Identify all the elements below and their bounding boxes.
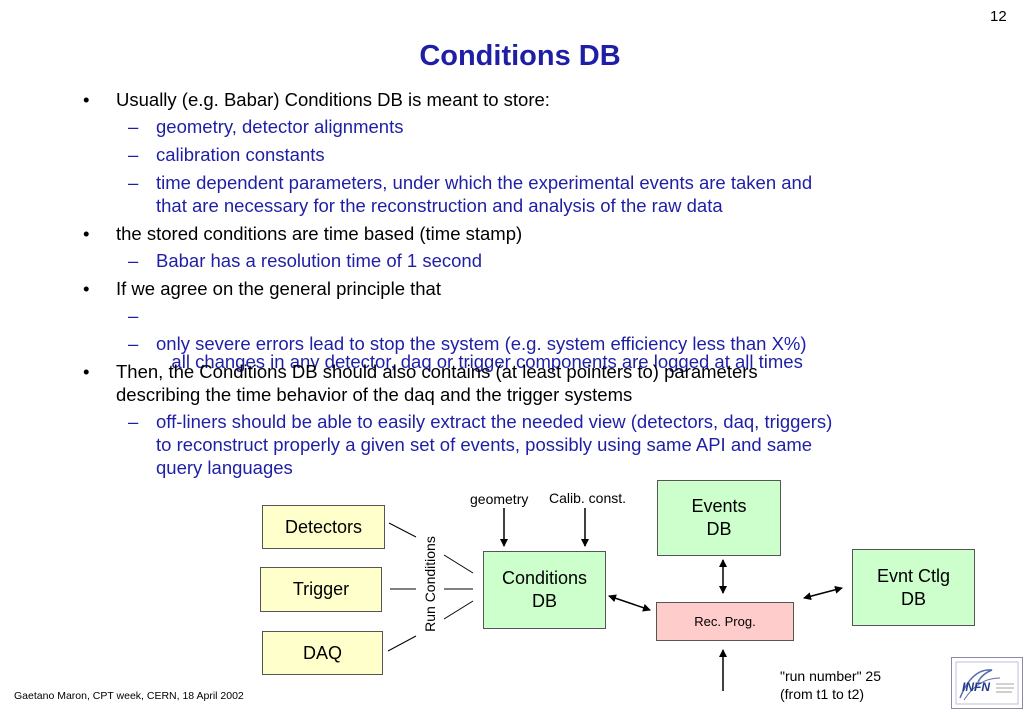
infn-logo-graphic: INFN xyxy=(955,661,1019,705)
evnt-ctlg-line1: Evnt Ctlg xyxy=(876,565,951,586)
calib-label: Calib. const. xyxy=(549,490,627,506)
fan-line-bottom xyxy=(443,600,474,620)
bullet-1-sub-2: – calibration constants xyxy=(128,143,325,166)
bullet-4-cont: describing the time behavior of the daq … xyxy=(116,384,633,405)
conditions-db-line2: DB xyxy=(531,591,557,611)
dash-mark: – xyxy=(128,333,139,354)
fan-line-top xyxy=(443,554,474,574)
conditions-db-line1: Conditions xyxy=(501,568,588,588)
detectors-box: Detectors xyxy=(262,505,385,549)
evnt-ctlg-line2: DB xyxy=(900,588,926,609)
bullet-4-sub-1-cont2: query languages xyxy=(156,457,293,478)
bullet-1-text: Usually (e.g. Babar) Conditions DB is me… xyxy=(116,89,550,110)
bullet-mark: • xyxy=(83,278,90,299)
geometry-label: geometry xyxy=(470,491,529,507)
dash-mark: – xyxy=(128,144,139,165)
slide-number: 12 xyxy=(990,8,1007,25)
bullet-4-sub-1-cont: to reconstruct properly a given set of e… xyxy=(156,434,813,455)
daq-box: DAQ xyxy=(262,631,383,675)
conditions-db-box: Conditions DB xyxy=(483,551,606,629)
infn-logo: INFN xyxy=(951,657,1023,709)
run-conditions-label: Run Conditions xyxy=(422,536,438,632)
conditions-recprog-arrow xyxy=(608,594,651,612)
bullet-3-sub-1: – all changes in any detector, daq or tr… xyxy=(128,304,803,373)
dash-mark: – xyxy=(128,305,139,326)
bullet-4-sub-1: – off-liners should be able to easily ex… xyxy=(128,410,833,433)
bullet-3: • If we agree on the general principle t… xyxy=(83,277,441,300)
bullet-4: • Then, the Conditions DB should also co… xyxy=(83,360,758,383)
bullet-mark: • xyxy=(83,223,90,244)
dash-mark: – xyxy=(128,116,139,137)
bullet-4-text: Then, the Conditions DB should also cont… xyxy=(116,361,758,382)
detectors-line xyxy=(388,522,417,538)
footer-credit: Gaetano Maron, CPT week, CERN, 18 April … xyxy=(14,690,244,702)
bullet-3-text: If we agree on the general principle tha… xyxy=(116,278,441,299)
events-db-line1: Events xyxy=(691,496,747,516)
run-number-label-2: (from t1 to t2) xyxy=(780,686,865,702)
bullet-2-text: the stored conditions are time based (ti… xyxy=(116,223,523,244)
svg-text:INFN: INFN xyxy=(962,680,990,694)
bullet-mark: • xyxy=(83,89,90,110)
bullet-2-sub-1-text: Babar has a resolution time of 1 second xyxy=(156,250,482,271)
bullet-2: • the stored conditions are time based (… xyxy=(83,222,523,245)
dash-mark: – xyxy=(128,172,139,193)
bullet-1-sub-1-text: geometry, detector alignments xyxy=(156,116,404,137)
bullet-1-sub-1: – geometry, detector alignments xyxy=(128,115,404,138)
evnt-ctlg-db-box: Evnt Ctlg DB xyxy=(852,549,975,626)
trigger-box: Trigger xyxy=(260,567,382,612)
rec-prog-box: Rec. Prog. xyxy=(656,602,794,641)
bullet-1-sub-2-text: calibration constants xyxy=(156,144,325,165)
events-db-box: Events DB xyxy=(657,480,781,556)
run-number-label-1: "run number" 25 xyxy=(780,668,881,684)
bullet-1-sub-3-cont: that are necessary for the reconstructio… xyxy=(156,195,723,216)
events-db-line2: DB xyxy=(706,519,732,539)
bullet-3-sub-2: – only severe errors lead to stop the sy… xyxy=(128,332,807,355)
bullet-2-sub-1: – Babar has a resolution time of 1 secon… xyxy=(128,249,482,272)
bullet-1-sub-3-text: time dependent parameters, under which t… xyxy=(156,172,813,193)
slide-title: Conditions DB xyxy=(419,40,621,72)
bullet-mark: • xyxy=(83,361,90,382)
dash-mark: – xyxy=(128,411,139,432)
daq-line xyxy=(387,635,417,652)
recprog-evntctlg-arrow xyxy=(803,585,843,601)
bullet-1: • Usually (e.g. Babar) Conditions DB is … xyxy=(83,88,550,111)
bullet-1-sub-3: – time dependent parameters, under which… xyxy=(128,171,813,194)
dash-mark: – xyxy=(128,250,139,271)
bullet-3-sub-1-text: all changes in any detector, daq or trig… xyxy=(166,351,803,372)
bullet-3-sub-2-text: only severe errors lead to stop the syst… xyxy=(156,333,807,354)
bullet-4-sub-1-text: off-liners should be able to easily extr… xyxy=(156,411,833,432)
